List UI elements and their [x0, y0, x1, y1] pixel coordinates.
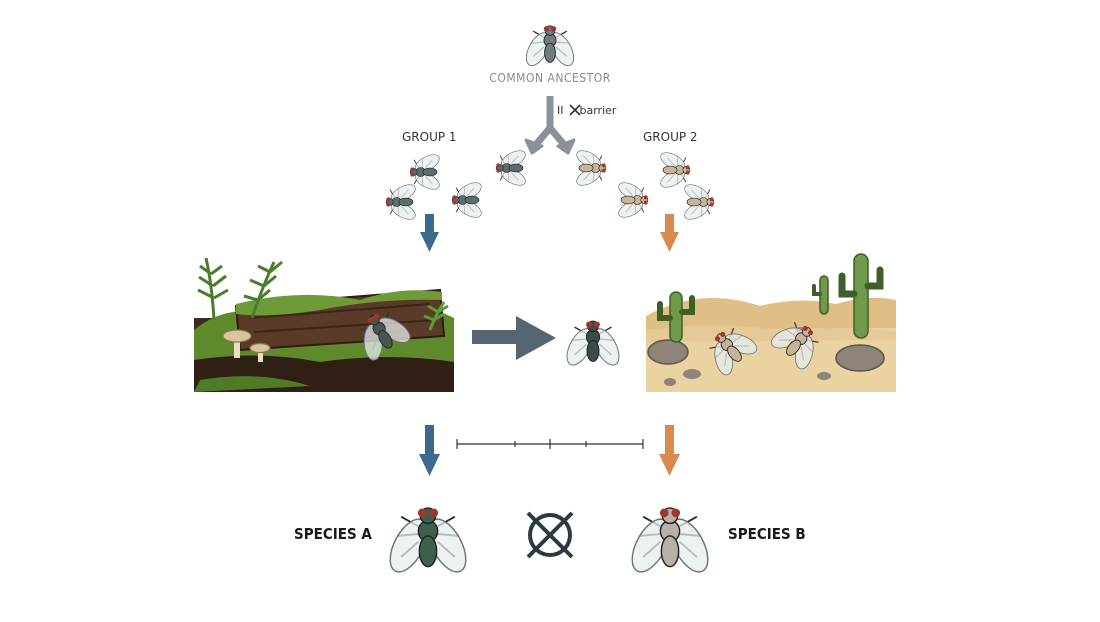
group2-fly-icon [615, 178, 649, 222]
species-b-fly-icon [623, 507, 717, 579]
desert-habitat [646, 253, 896, 392]
cross-icon [569, 104, 581, 116]
group2-fly-icon [681, 180, 715, 224]
barrier-symbol: II [557, 104, 564, 117]
divergence-timeline [456, 439, 644, 449]
species-a-label: SPECIES A [294, 525, 372, 543]
forest-habitat [194, 257, 454, 392]
barrier-text: barrier [579, 104, 617, 117]
middle-fly-icon [561, 320, 625, 370]
ancestor-label: COMMON ANCESTOR [489, 71, 611, 85]
barrier-label: II barrier [557, 104, 616, 117]
group1-arrow [420, 214, 439, 252]
split-arrow [524, 96, 576, 155]
middle-arrow [472, 316, 556, 360]
group2-fly-icon [573, 146, 607, 190]
group1-fly-icon [495, 146, 529, 190]
group1-fly-icon [451, 178, 485, 222]
group2-lower-arrow [659, 425, 680, 476]
group2-label: GROUP 2 [643, 130, 698, 144]
group2-fly-icon [657, 148, 691, 192]
group1-fly-icon [385, 180, 419, 224]
circle-x-icon [526, 511, 574, 559]
group1-label: GROUP 1 [402, 130, 457, 144]
group1-lower-arrow [419, 425, 440, 476]
ancestor-fly-icon [521, 25, 579, 70]
group2-arrow [660, 214, 679, 252]
species-a-fly-icon [381, 507, 475, 579]
species-b-label: SPECIES B [728, 525, 806, 543]
